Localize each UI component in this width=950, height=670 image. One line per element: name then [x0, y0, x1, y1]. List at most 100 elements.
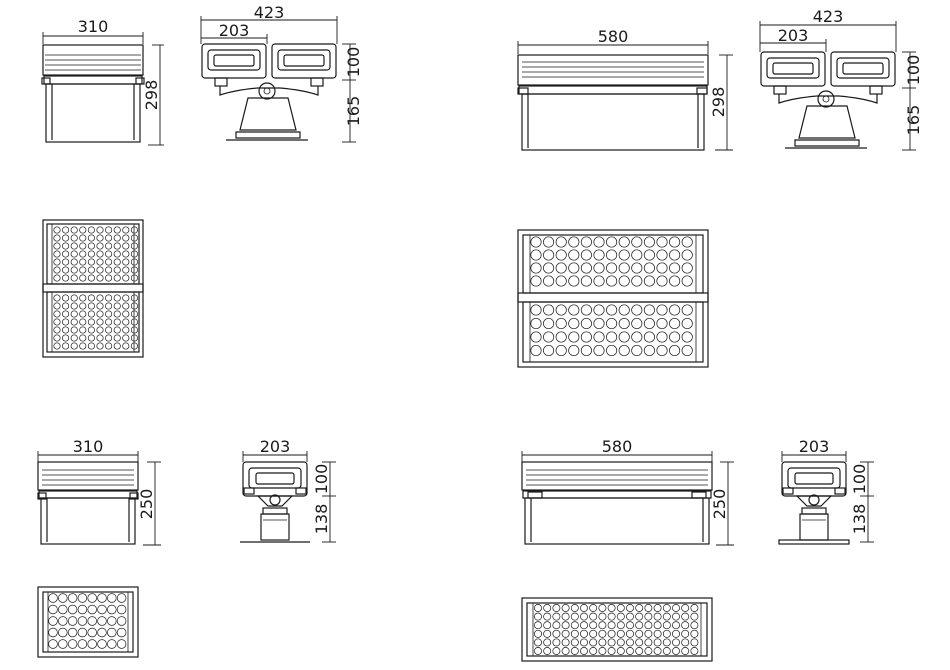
led-array — [534, 604, 699, 655]
led-dot — [105, 310, 113, 318]
led-dot — [580, 612, 588, 621]
led-dot — [543, 317, 555, 330]
led-dot — [87, 234, 95, 242]
led-dot — [122, 226, 130, 234]
led-dot — [618, 236, 630, 248]
led-dot — [113, 342, 121, 350]
led-dot — [607, 604, 616, 612]
led-dot — [543, 275, 555, 287]
led-dot — [635, 621, 644, 630]
led-dot — [96, 334, 104, 342]
led-dot — [626, 612, 634, 621]
led-dot — [589, 604, 598, 612]
large-single-front-height-dim: 298 — [142, 44, 164, 146]
led-dot — [606, 236, 618, 248]
led-dot — [122, 310, 130, 318]
led-dot — [105, 234, 113, 242]
led-dot — [122, 302, 130, 310]
led-dot — [105, 266, 113, 274]
led-dot — [653, 647, 662, 655]
led-dot — [87, 593, 97, 603]
led-array — [530, 236, 693, 287]
led-dot — [580, 604, 588, 612]
led-dot — [644, 621, 653, 630]
led-dot — [77, 639, 88, 649]
led-dot — [534, 621, 542, 630]
led-dot — [631, 331, 643, 343]
led-dot — [552, 621, 561, 630]
led-dot — [626, 604, 634, 612]
led-dot — [669, 249, 681, 261]
led-dot — [568, 344, 580, 357]
led-dot — [552, 612, 561, 621]
led-dot — [96, 250, 104, 258]
led-dot — [543, 612, 552, 621]
led-dot — [105, 258, 113, 266]
led-dot — [631, 317, 643, 330]
led-dot — [662, 647, 671, 655]
led-dot — [79, 242, 87, 250]
led-dot — [672, 638, 680, 647]
led-dot — [580, 647, 588, 655]
led-dot — [53, 342, 61, 350]
small-single-front-width-dim: 310 — [37, 437, 139, 462]
led-dot — [48, 593, 58, 603]
led-dot — [96, 234, 104, 242]
dimension-label: 165 — [344, 96, 363, 127]
led-dot — [656, 344, 668, 357]
led-dot — [105, 274, 113, 282]
led-dot — [96, 310, 104, 318]
led-dot — [681, 647, 690, 655]
led-dot — [58, 604, 68, 615]
led-dot — [122, 318, 130, 326]
large-double-front-view — [517, 54, 709, 151]
led-dot — [87, 266, 95, 274]
led-dot — [87, 258, 95, 266]
led-dot — [643, 275, 655, 287]
dimension-label: 250 — [137, 489, 156, 520]
large-double-led-face — [517, 229, 709, 368]
led-dot — [643, 344, 655, 357]
led-dot — [62, 302, 70, 310]
led-dot — [96, 258, 104, 266]
led-dot — [70, 266, 78, 274]
led-dot — [681, 262, 693, 274]
led-dot — [70, 310, 78, 318]
led-dot — [87, 318, 95, 326]
led-dot — [681, 612, 690, 621]
led-dot — [79, 310, 87, 318]
led-dot — [681, 304, 693, 316]
led-dot — [662, 604, 671, 612]
led-dot — [607, 647, 616, 655]
led-dot — [580, 638, 588, 647]
led-array — [530, 304, 693, 357]
led-dot — [58, 593, 68, 603]
led-dot — [593, 304, 605, 316]
led-dot — [626, 621, 634, 630]
led-dot — [105, 326, 113, 334]
led-dot — [58, 616, 68, 626]
led-dot — [568, 236, 580, 248]
led-dot — [681, 275, 693, 287]
led-dot — [662, 612, 671, 621]
led-dot — [113, 258, 121, 266]
led-dot — [113, 250, 121, 258]
led-dot — [580, 249, 592, 261]
led-dot — [53, 334, 61, 342]
led-dot — [669, 275, 681, 287]
dimension-label: 310 — [73, 437, 104, 456]
led-dot — [568, 275, 580, 287]
led-dot — [87, 294, 95, 302]
led-array — [53, 294, 138, 350]
led-dot — [616, 647, 625, 655]
led-dot — [607, 629, 616, 638]
led-dot — [97, 616, 107, 626]
led-dot — [62, 318, 70, 326]
small-single-front-view — [37, 461, 139, 545]
led-dot — [681, 344, 693, 357]
led-dot — [626, 629, 634, 638]
led-dot — [555, 304, 567, 316]
led-dot — [618, 275, 630, 287]
dimension-label: 203 — [219, 21, 250, 40]
